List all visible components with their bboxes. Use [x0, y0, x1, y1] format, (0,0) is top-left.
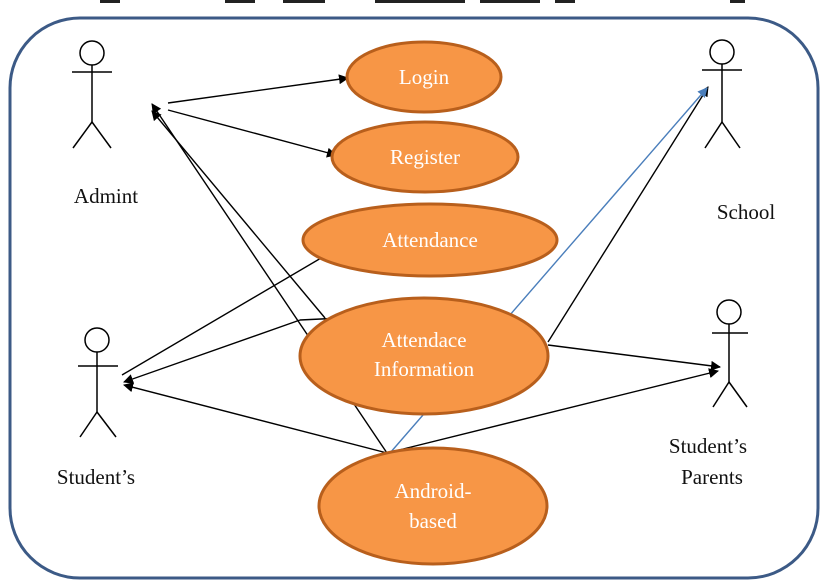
- actor-admint-icon: [72, 40, 112, 149]
- usecase-attendance-information: Attendace Information: [298, 296, 550, 416]
- usecase-android-based: Android- based: [317, 446, 549, 566]
- usecase-login-label: Login: [399, 65, 450, 89]
- actor-student-icon: [78, 327, 118, 438]
- actor-admint-label: Admint: [74, 184, 138, 208]
- usecase-android-label-line2: based: [409, 509, 457, 533]
- arrow-info-school: [547, 86, 709, 343]
- actor-parents-label-line2: Parents: [681, 465, 743, 489]
- actor-parents-icon: [712, 299, 748, 408]
- arrow-student-attendance: [121, 250, 334, 376]
- usecase-attendance-label: Attendance: [382, 228, 478, 252]
- arrow-info-admint: [151, 110, 326, 319]
- arrow-info-student: [123, 319, 301, 384]
- actor-school-label: School: [717, 200, 776, 224]
- system-boundary: [8, 16, 820, 580]
- usecase-register-label: Register: [390, 145, 460, 169]
- connectors: [121, 74, 721, 454]
- usecase-attendance: Attendance: [301, 202, 559, 278]
- actor-parents-label-line1: Student’s: [669, 434, 747, 458]
- top-decoration: [100, 0, 745, 3]
- usecase-login: Login: [345, 40, 503, 114]
- arrow-info-parents: [547, 344, 721, 371]
- arrow-android-student: [123, 382, 388, 454]
- usecase-info-label-line2: Information: [374, 357, 475, 381]
- usecase-android-label-line1: Android-: [395, 479, 472, 503]
- arrow-admint-login: [167, 74, 349, 104]
- actor-student-label: Student’s: [57, 465, 135, 489]
- actor-school-icon: [702, 39, 742, 149]
- arrow-android-parents: [386, 368, 719, 454]
- usecase-info-label-line1: Attendace: [381, 328, 466, 352]
- usecase-register: Register: [330, 120, 520, 194]
- arrow-admint-register: [167, 109, 337, 158]
